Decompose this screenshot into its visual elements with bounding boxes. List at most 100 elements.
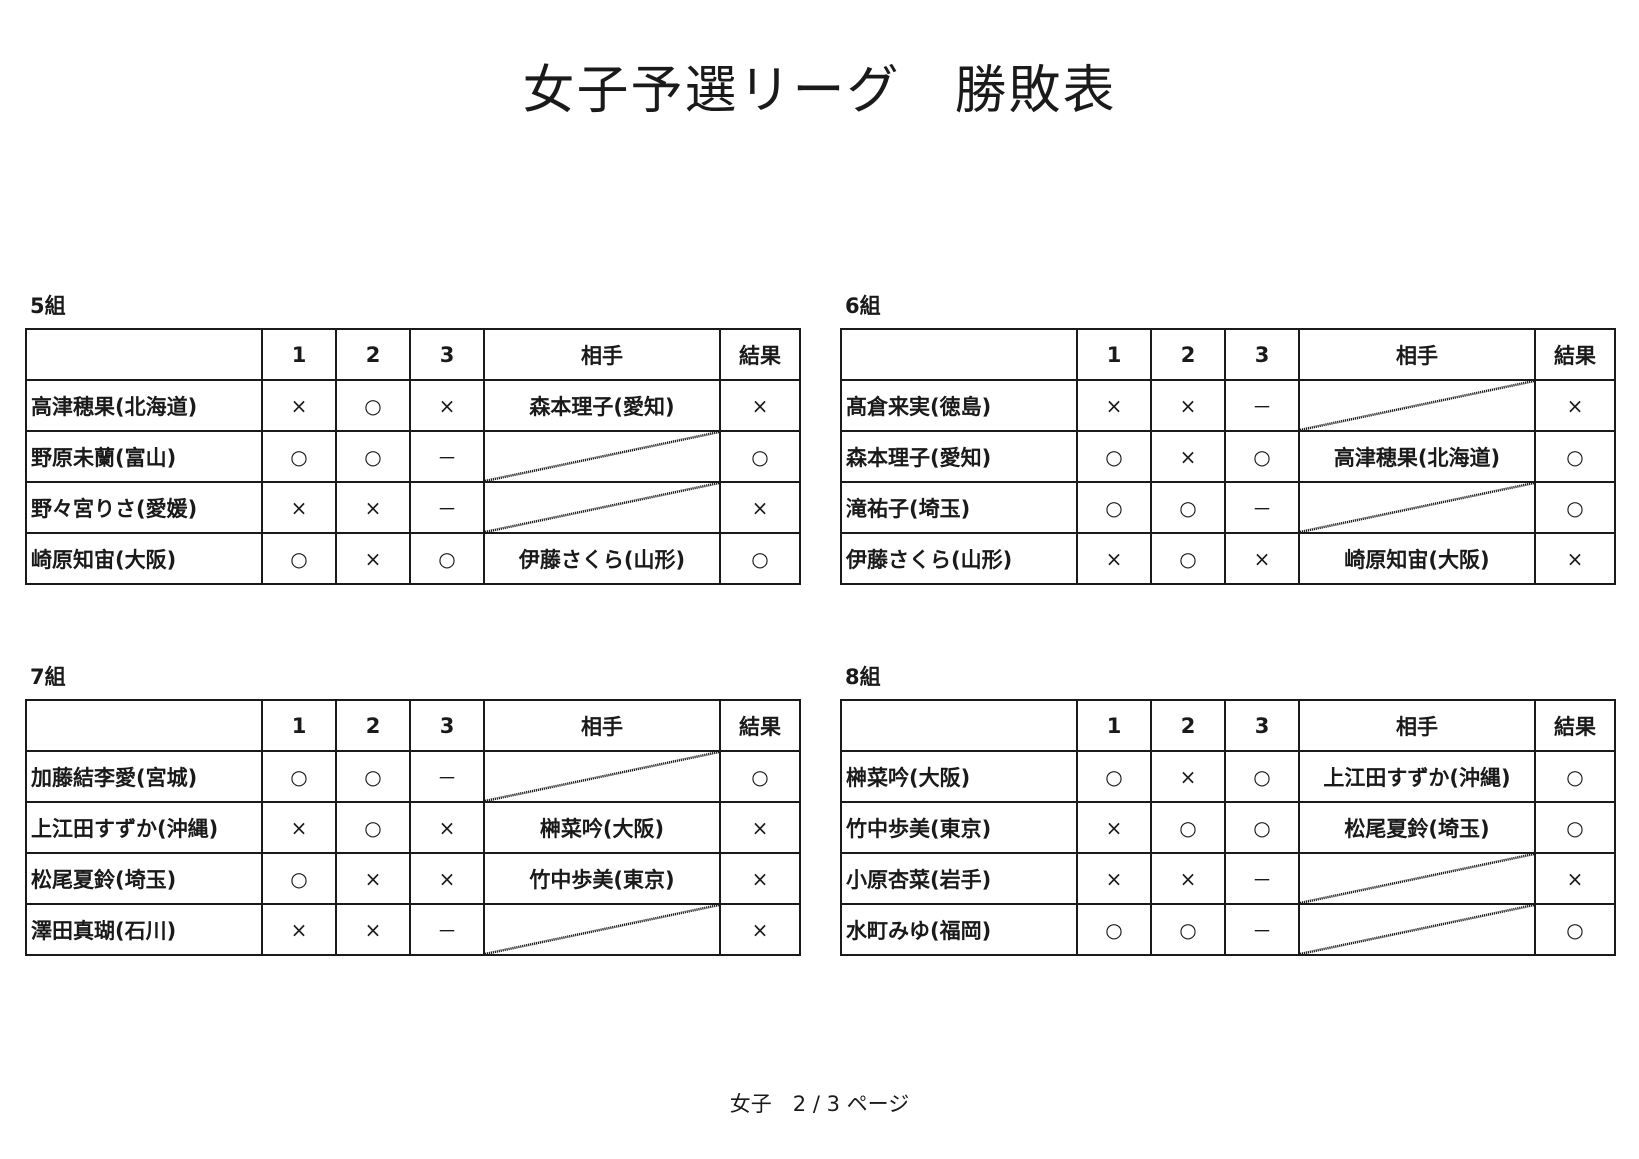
opponent-empty-cell [483, 903, 721, 956]
table-row: 上江田すずか(沖縄)×○×榊菜吟(大阪)× [25, 801, 801, 854]
final-result: ○ [719, 750, 801, 803]
table-row: 高津穂果(北海道)×○×森本理子(愛知)× [25, 379, 801, 432]
final-result: × [1534, 532, 1616, 585]
opponent-empty-cell [1298, 852, 1536, 905]
diagonal-line [1300, 905, 1534, 954]
match-1-result: × [261, 801, 337, 854]
player-name: 髙倉来実(徳島) [840, 379, 1078, 432]
match-2-result: × [1150, 750, 1226, 803]
header-opponent: 相手 [1298, 699, 1536, 752]
match-3-result: － [1224, 379, 1300, 432]
table-row: 小原杏菜(岩手)××－× [840, 852, 1616, 905]
player-name: 高津穂果(北海道) [25, 379, 263, 432]
table-row: 野々宮りさ(愛媛)××－× [25, 481, 801, 534]
table-row: 松尾夏鈴(埼玉)○××竹中歩美(東京)× [25, 852, 801, 905]
header-match-2: 2 [1150, 699, 1226, 752]
header-match-1: 1 [261, 328, 337, 381]
final-result: × [719, 852, 801, 905]
table-row: 滝祐子(埼玉)○○－○ [840, 481, 1616, 534]
player-name: 榊菜吟(大阪) [840, 750, 1078, 803]
match-1-result: × [1076, 379, 1152, 432]
final-result: × [1534, 852, 1616, 905]
player-name: 滝祐子(埼玉) [840, 481, 1078, 534]
header-result: 結果 [719, 699, 801, 752]
final-result: ○ [1534, 481, 1616, 534]
group-label: 7組 [30, 665, 66, 689]
player-name: 松尾夏鈴(埼玉) [25, 852, 263, 905]
diagonal-slash [1300, 905, 1534, 954]
final-result: × [719, 801, 801, 854]
player-name: 伊藤さくら(山形) [840, 532, 1078, 585]
opponent-name: 高津穂果(北海道) [1298, 430, 1536, 483]
match-3-result: ○ [409, 532, 485, 585]
opponent-empty-cell [1298, 481, 1536, 534]
header-opponent: 相手 [1298, 328, 1536, 381]
opponent-empty-cell [483, 750, 721, 803]
header-match-1: 1 [261, 699, 337, 752]
table-row: 髙倉来実(徳島)××－× [840, 379, 1616, 432]
match-1-result: ○ [261, 532, 337, 585]
player-name: 加藤結李愛(宮城) [25, 750, 263, 803]
opponent-name: 松尾夏鈴(埼玉) [1298, 801, 1536, 854]
header-match-3: 3 [1224, 699, 1300, 752]
header-match-1: 1 [1076, 328, 1152, 381]
final-result: × [719, 379, 801, 432]
player-name: 野原未蘭(富山) [25, 430, 263, 483]
match-2-result: × [1150, 852, 1226, 905]
diagonal-slash [1300, 854, 1534, 903]
header-result: 結果 [1534, 699, 1616, 752]
diagonal-slash [485, 432, 719, 481]
match-2-result: ○ [1150, 532, 1226, 585]
diagonal-slash [485, 905, 719, 954]
match-1-result: × [1076, 532, 1152, 585]
player-name: 崎原知宙(大阪) [25, 532, 263, 585]
match-2-result: × [1150, 379, 1226, 432]
diagonal-line [485, 432, 719, 481]
match-1-result: ○ [261, 750, 337, 803]
header-match-1: 1 [1076, 699, 1152, 752]
table-row: 崎原知宙(大阪)○×○伊藤さくら(山形)○ [25, 532, 801, 585]
diagonal-slash [1300, 381, 1534, 430]
header-result: 結果 [1534, 328, 1616, 381]
opponent-name: 伊藤さくら(山形) [483, 532, 721, 585]
match-1-result: ○ [261, 852, 337, 905]
match-2-result: ○ [1150, 481, 1226, 534]
group-label: 5組 [30, 294, 66, 318]
header-match-3: 3 [409, 328, 485, 381]
match-3-result: － [1224, 481, 1300, 534]
page-title: 女子予選リーグ 勝敗表 [522, 61, 1117, 121]
header-match-2: 2 [335, 328, 411, 381]
table-row: 加藤結李愛(宮城)○○－○ [25, 750, 801, 803]
match-3-result: － [409, 750, 485, 803]
match-3-result: ○ [1224, 801, 1300, 854]
match-2-result: × [335, 481, 411, 534]
player-name: 澤田真瑚(石川) [25, 903, 263, 956]
match-2-result: × [335, 532, 411, 585]
header-opponent: 相手 [483, 699, 721, 752]
match-2-result: ○ [335, 379, 411, 432]
group-label: 6組 [845, 294, 881, 318]
player-name: 水町みゆ(福岡) [840, 903, 1078, 956]
header-name-cell [840, 699, 1078, 752]
table-row: 榊菜吟(大阪)○×○上江田すずか(沖縄)○ [840, 750, 1616, 803]
match-3-result: ○ [1224, 430, 1300, 483]
final-result: ○ [1534, 903, 1616, 956]
match-1-result: ○ [1076, 481, 1152, 534]
diagonal-slash [485, 483, 719, 532]
match-1-result: × [261, 903, 337, 956]
player-name: 野々宮りさ(愛媛) [25, 481, 263, 534]
opponent-empty-cell [1298, 379, 1536, 432]
final-result: × [719, 481, 801, 534]
match-1-result: ○ [261, 430, 337, 483]
final-result: ○ [719, 532, 801, 585]
match-3-result: － [409, 430, 485, 483]
